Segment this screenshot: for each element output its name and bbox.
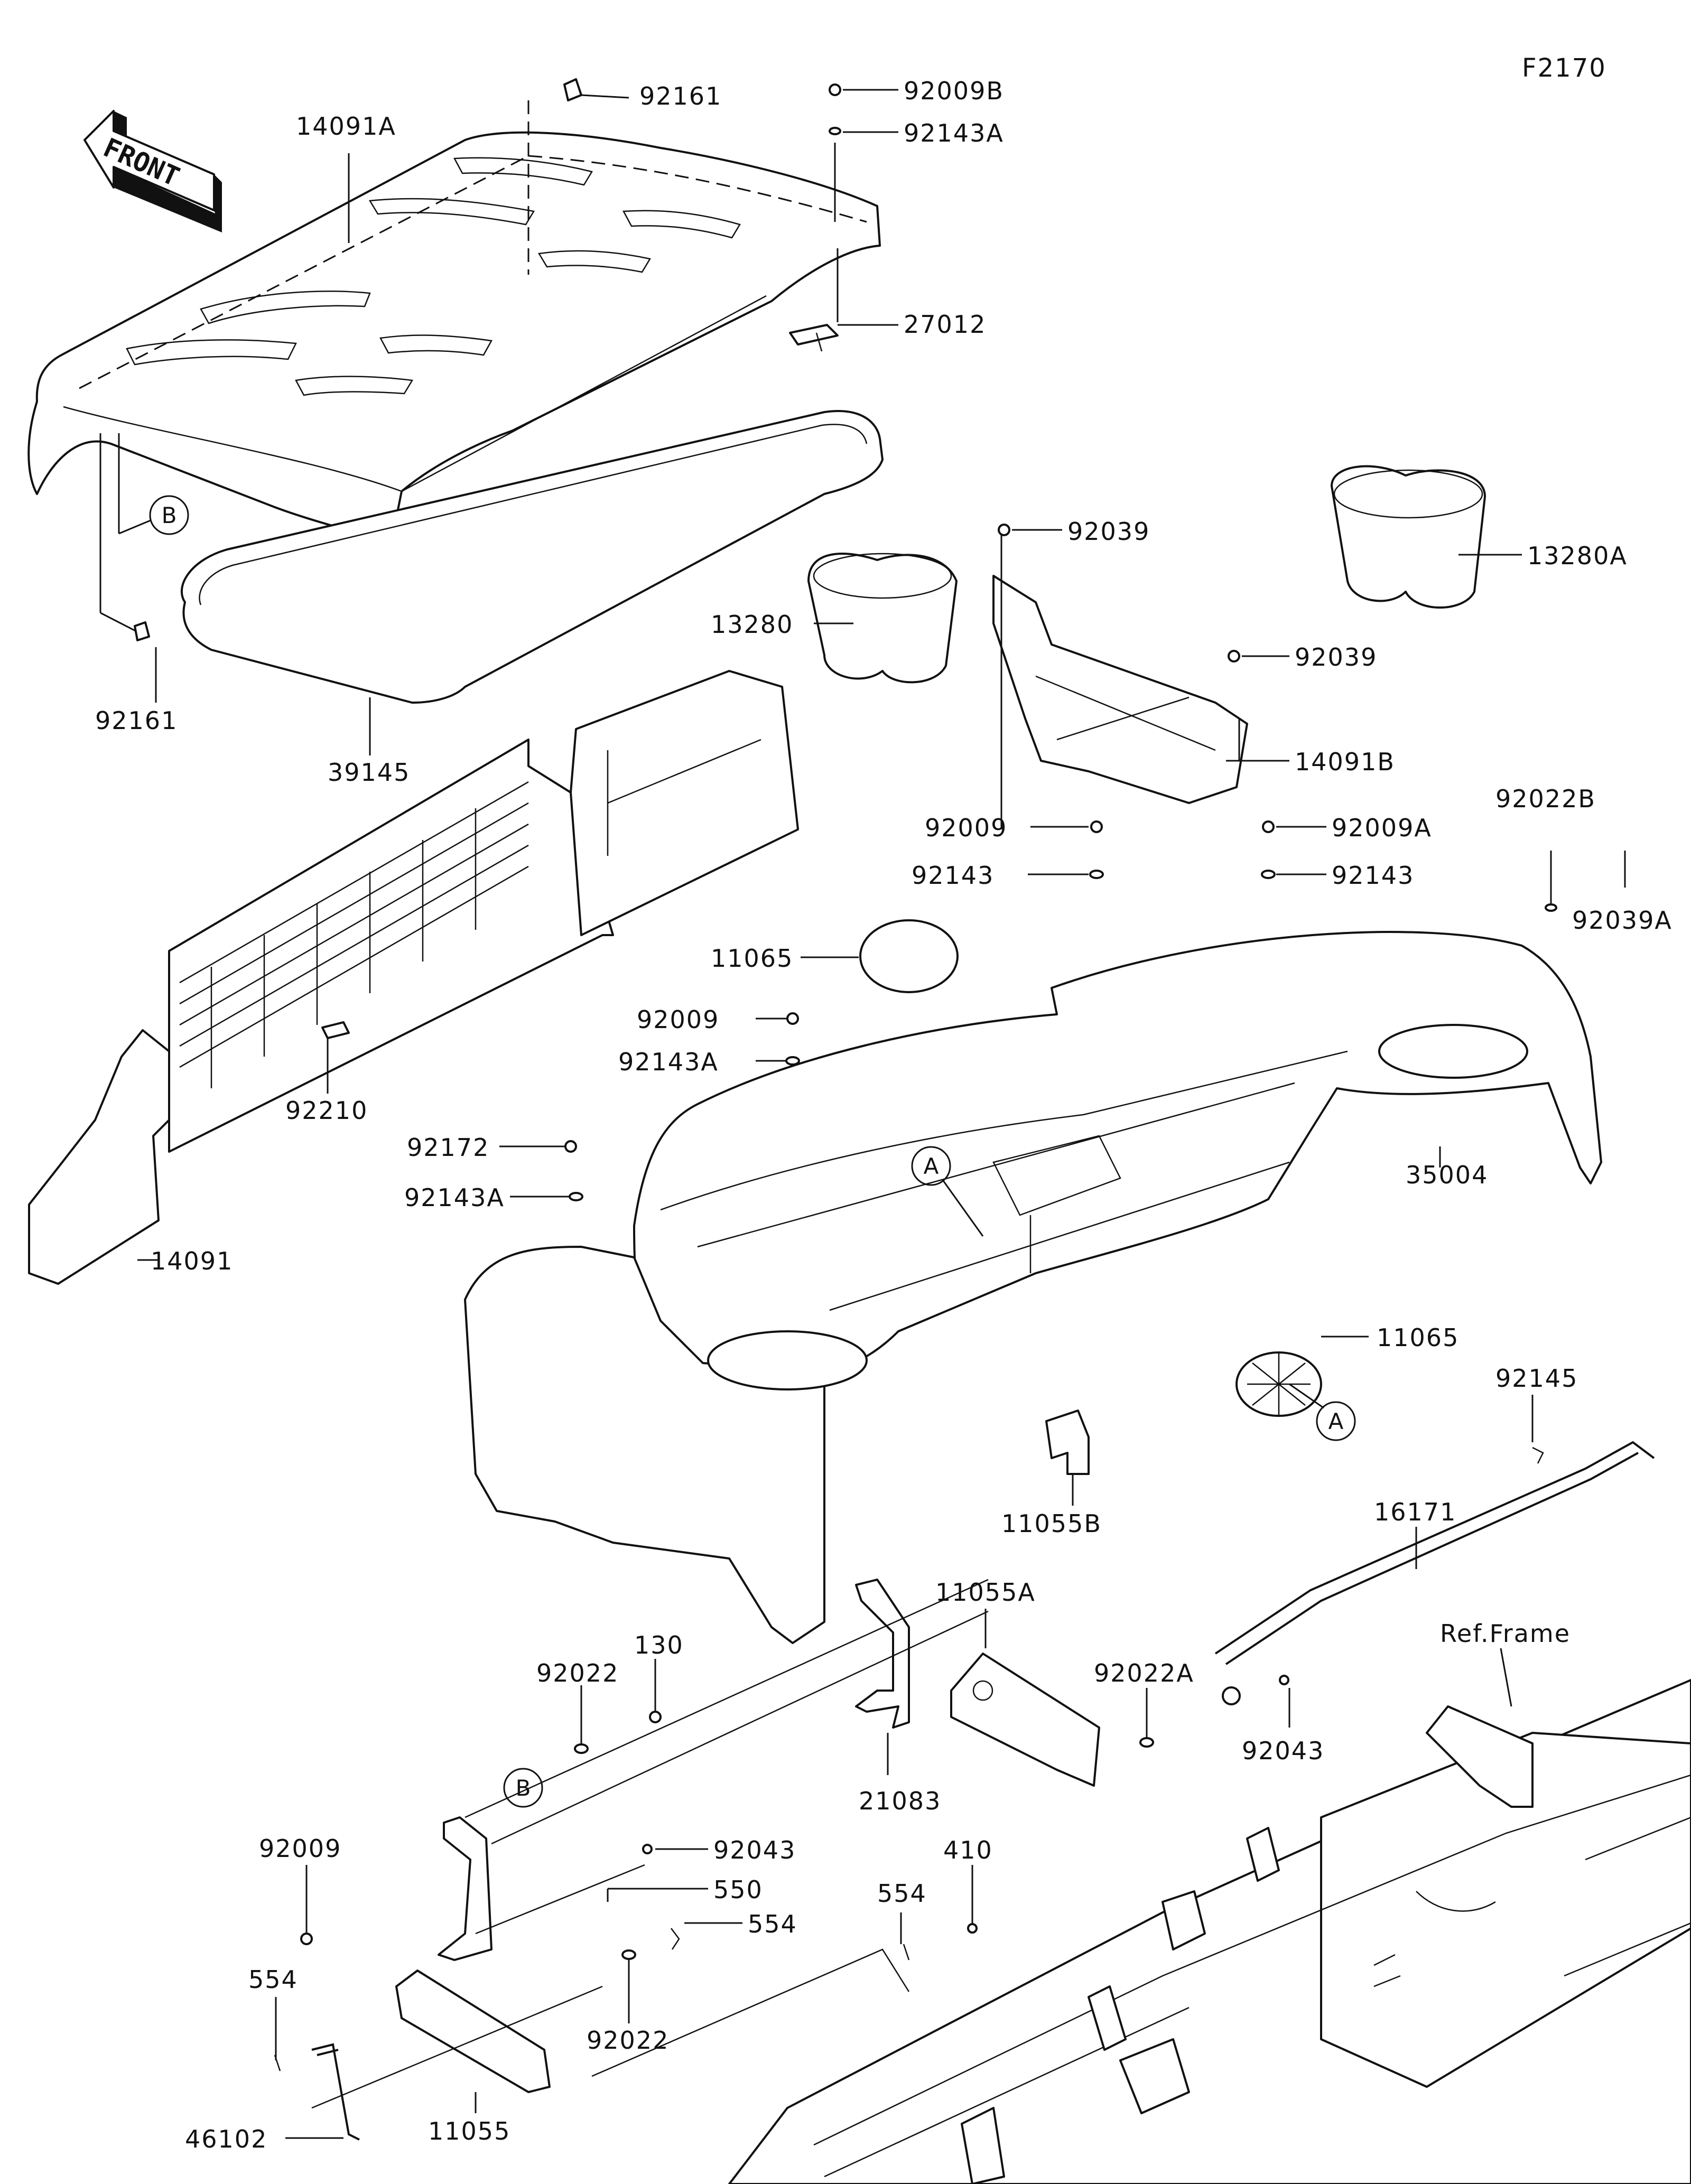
label-92143-mid2: 92143 xyxy=(1332,861,1414,890)
label-92143A-top: 92143A xyxy=(904,119,1004,147)
label-92009-lower: 92009 xyxy=(637,1005,719,1034)
label-92161-top: 92161 xyxy=(639,82,722,110)
label-92145: 92145 xyxy=(1495,1364,1578,1393)
svg-text:A: A xyxy=(924,1153,939,1179)
label-ref-frame: Ref.Frame xyxy=(1440,1619,1571,1648)
bracket-27012 xyxy=(789,324,839,352)
leader-lines xyxy=(99,89,1626,2139)
connector-rod-5 xyxy=(475,1864,645,1935)
label-92172: 92172 xyxy=(407,1133,489,1162)
label-92022A: 92022A xyxy=(1094,1659,1194,1687)
circle-callout-B-bottom: B xyxy=(503,1768,543,1808)
plug-11065-top xyxy=(859,919,959,993)
stay-21083 xyxy=(855,1579,910,1729)
label-11065-top: 11065 xyxy=(711,944,793,973)
cup-holder-13280 xyxy=(807,553,958,684)
cover-14091B xyxy=(992,575,1248,804)
connector-rod-4 xyxy=(591,1948,910,2077)
bracket-11055A xyxy=(950,1653,1100,1787)
rear-body-35004 xyxy=(464,931,1602,1644)
label-46102: 46102 xyxy=(185,2125,267,2153)
seal-39145 xyxy=(181,410,884,704)
label-11055B: 11055B xyxy=(1001,1509,1102,1538)
svg-text:B: B xyxy=(162,502,177,528)
label-92039-b: 92039 xyxy=(1295,643,1377,671)
bar-16171 xyxy=(1214,1441,1655,1705)
connector-rod-3 xyxy=(311,1985,603,2109)
label-92022B: 92022B xyxy=(1495,785,1596,813)
label-27012: 27012 xyxy=(904,310,986,339)
label-554-right: 554 xyxy=(877,1879,927,1908)
label-554-left: 554 xyxy=(248,1965,298,1994)
label-92043-b: 92043 xyxy=(713,1836,796,1864)
label-92009-mid: 92009 xyxy=(925,814,1007,842)
label-13280: 13280 xyxy=(711,610,793,639)
label-11065-bottom: 11065 xyxy=(1377,1323,1459,1352)
label-16171: 16171 xyxy=(1374,1498,1456,1526)
circle-callout-A-top: A xyxy=(911,1146,984,1237)
label-550: 550 xyxy=(713,1875,763,1904)
connector-rod-1 xyxy=(464,1579,989,1818)
svg-text:B: B xyxy=(516,1775,531,1801)
label-92009A: 92009A xyxy=(1332,814,1432,842)
label-554-mid: 554 xyxy=(748,1910,797,1938)
label-410: 410 xyxy=(943,1836,993,1864)
front-arrow-icon: FRONT xyxy=(83,110,222,232)
label-92009B: 92009B xyxy=(904,77,1004,105)
label-14091: 14091 xyxy=(151,1247,233,1275)
label-14091A: 14091A xyxy=(296,112,396,141)
label-92039-a: 92039 xyxy=(1067,517,1150,546)
label-35004: 35004 xyxy=(1406,1161,1488,1189)
reference-frame xyxy=(728,1679,1691,2184)
circle-callout-B-top: B xyxy=(118,433,189,535)
clip-92210 xyxy=(321,1021,350,1039)
label-92022-b: 92022 xyxy=(587,2026,669,2055)
label-14091B: 14091B xyxy=(1295,748,1395,776)
label-13280A: 13280A xyxy=(1527,542,1628,570)
label-11055: 11055 xyxy=(428,2117,510,2145)
bracket-11055 xyxy=(395,1970,551,2093)
label-92009-left: 92009 xyxy=(259,1834,341,1863)
bracket-left-upper xyxy=(438,1816,493,1961)
label-130: 130 xyxy=(634,1631,684,1659)
circle-callout-A-bottom: A xyxy=(1289,1383,1356,1441)
label-92143A-low: 92143A xyxy=(404,1183,505,1212)
label-92210: 92210 xyxy=(285,1096,368,1125)
label-92043-a: 92043 xyxy=(1242,1737,1324,1765)
plug-11065-bottom xyxy=(1235,1351,1322,1417)
rod-46102 xyxy=(311,2043,360,2141)
label-92143A-mid: 92143A xyxy=(618,1048,719,1076)
label-92161-left: 92161 xyxy=(95,706,178,735)
cup-holder-13280A xyxy=(1331,465,1486,609)
label-21083: 21083 xyxy=(859,1787,941,1815)
label-39145: 39145 xyxy=(328,758,410,787)
connector-rod-2 xyxy=(491,1610,989,1845)
label-92022-a: 92022 xyxy=(536,1659,619,1687)
label-92039A: 92039A xyxy=(1572,906,1673,935)
roof-panel-14091A xyxy=(27,100,881,545)
front-grille-14091 xyxy=(28,670,799,1285)
figure-id: F2170 xyxy=(1522,53,1606,83)
bracket-11055B xyxy=(1045,1410,1090,1475)
label-92143-mid1: 92143 xyxy=(912,861,994,890)
label-11055A: 11055A xyxy=(935,1578,1036,1607)
svg-text:A: A xyxy=(1328,1408,1344,1434)
